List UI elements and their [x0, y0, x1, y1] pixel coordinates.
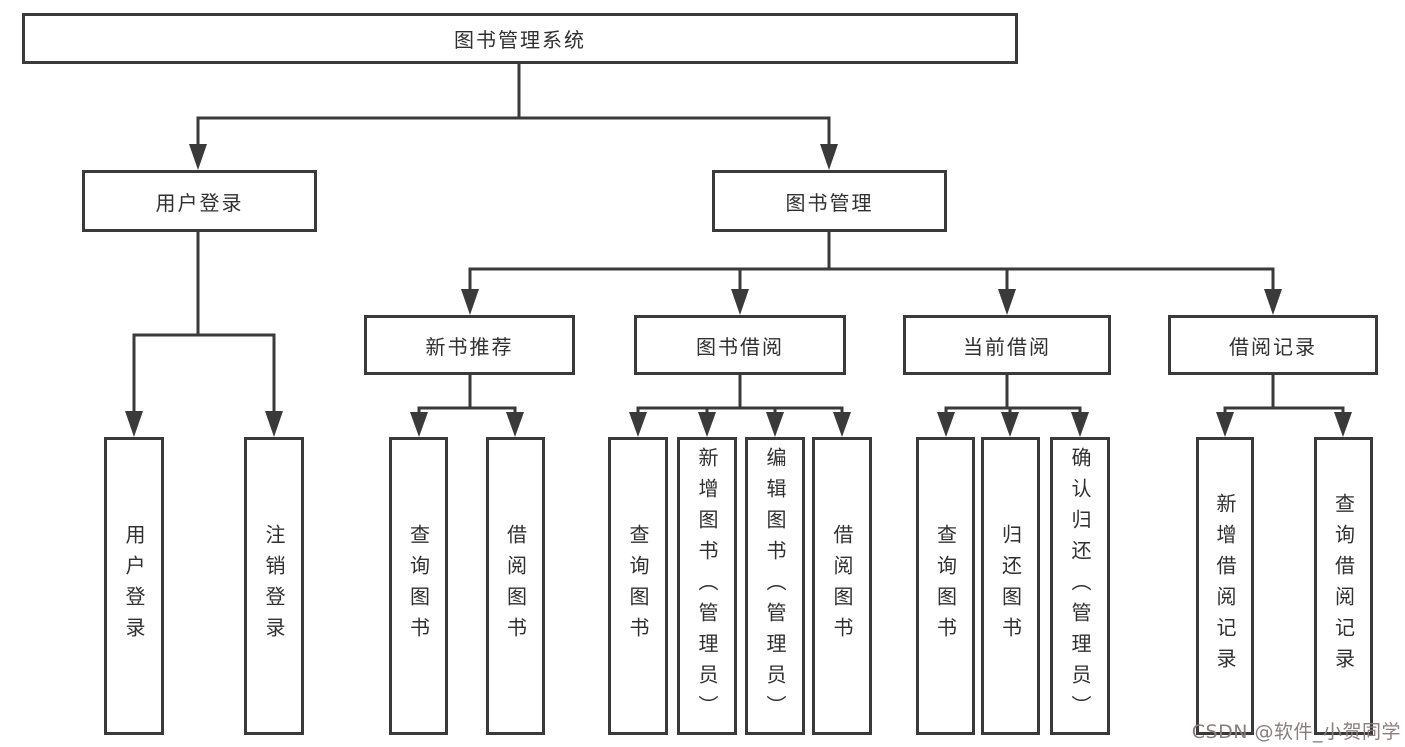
- connector-root-to-level2: [196, 62, 831, 148]
- leaf-borrow-books-2: 借阅图书: [812, 437, 872, 735]
- leaf-borrow-books-1: 借阅图书: [486, 437, 545, 735]
- node-label: 新增图书（管理员）: [695, 446, 719, 726]
- connector-current-borrow-branch: [944, 373, 1082, 416]
- leaf-query-books-2: 查询图书: [608, 437, 668, 735]
- leaf-add-borrow-record: 新增借阅记录: [1196, 437, 1254, 735]
- node-label: 用户登录: [122, 524, 146, 648]
- node-label: 新书推荐: [425, 334, 514, 359]
- node-label: 新增借阅记录: [1213, 493, 1237, 679]
- node-book-borrowing: 图书借阅: [634, 315, 846, 375]
- leaf-return-books: 归还图书: [981, 437, 1040, 735]
- node-label: 查询图书: [933, 524, 958, 648]
- node-label: 图书管理: [785, 190, 874, 215]
- leaf-edit-books-admin: 编辑图书（管理员）: [745, 437, 805, 735]
- node-label: 归还图书: [998, 524, 1023, 648]
- leaf-query-books-1: 查询图书: [389, 437, 448, 735]
- connector-book-management-branch: [468, 230, 1275, 293]
- connector-book-borrow-branch: [636, 373, 844, 416]
- leaf-confirm-return-admin: 确认归还（管理员）: [1050, 437, 1110, 735]
- node-label: 确认归还（管理员）: [1068, 446, 1092, 726]
- leaf-logout: 注销登录: [244, 437, 304, 735]
- node-label: 借阅图书: [830, 524, 854, 648]
- node-label: 借阅记录: [1229, 334, 1317, 359]
- node-label: 图书借阅: [696, 334, 784, 359]
- node-label: 查询借阅记录: [1331, 493, 1356, 679]
- node-label: 查询图书: [626, 524, 650, 648]
- connector-user-login-branch: [132, 230, 276, 415]
- node-label: 注销登录: [262, 524, 286, 648]
- csdn-watermark: CSDN @软件_小贺同学: [1191, 721, 1401, 743]
- leaf-query-borrow-record: 查询借阅记录: [1314, 437, 1373, 735]
- node-root-library-system: 图书管理系统: [22, 13, 1018, 64]
- node-label: 当前借阅: [963, 334, 1051, 359]
- connector-borrow-record-branch: [1223, 373, 1345, 416]
- node-current-borrowing: 当前借阅: [903, 315, 1111, 375]
- node-label: 编辑图书（管理员）: [763, 446, 787, 726]
- leaf-query-books-3: 查询图书: [916, 437, 975, 735]
- node-label: 查询图书: [406, 524, 431, 648]
- node-label: 图书管理系统: [454, 28, 586, 52]
- leaf-user-login: 用户登录: [104, 437, 164, 735]
- leaf-add-books-admin: 新增图书（管理员）: [677, 437, 737, 735]
- node-new-book-recommend: 新书推荐: [364, 315, 575, 375]
- connector-new-book-branch: [417, 373, 517, 416]
- node-user-login: 用户登录: [82, 170, 317, 232]
- node-label: 借阅图书: [503, 524, 528, 648]
- arrowheads: [125, 144, 1352, 437]
- node-book-management: 图书管理: [712, 170, 947, 232]
- node-label: 用户登录: [155, 190, 244, 215]
- node-borrowing-records: 借阅记录: [1168, 315, 1378, 375]
